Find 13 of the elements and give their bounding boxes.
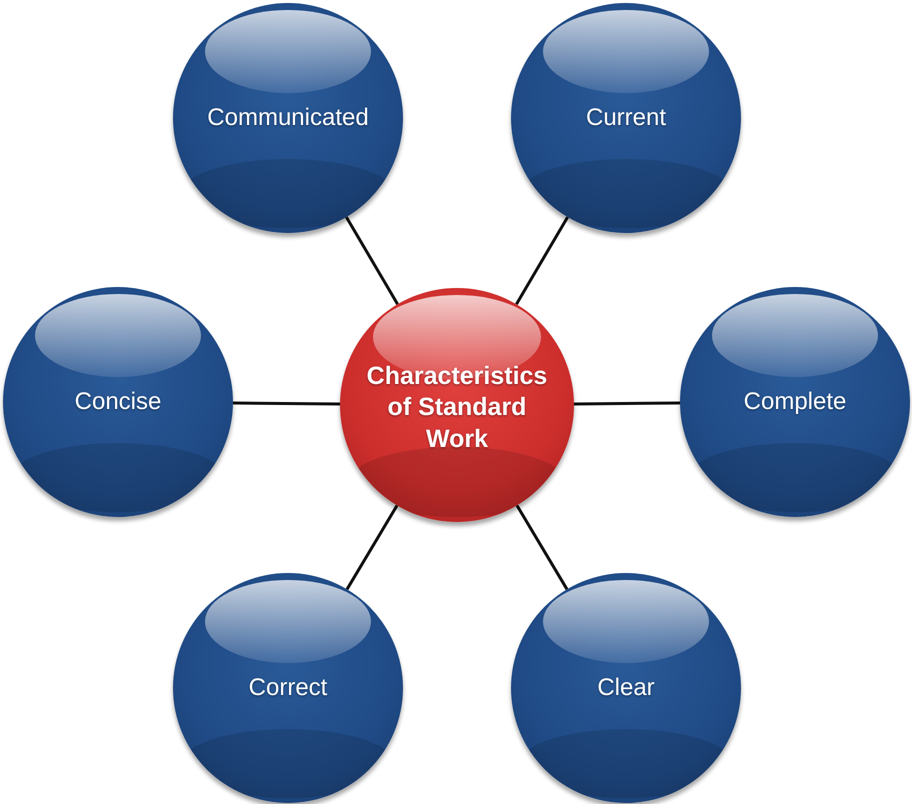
connector-line (232, 402, 340, 406)
node-label: Correct (248, 673, 328, 703)
node-label: Clear (597, 673, 655, 703)
connector-line (345, 216, 399, 305)
connector-line (574, 402, 680, 406)
node-label: Current (586, 103, 666, 133)
node-label: Complete (744, 387, 846, 417)
node-label: Concise (74, 387, 162, 417)
connector-line (516, 504, 568, 590)
node-label: Communicated (207, 103, 369, 133)
node-label: Characteristics of Standard Work (366, 361, 548, 455)
connector-line (515, 216, 569, 305)
connector-line (346, 504, 398, 590)
